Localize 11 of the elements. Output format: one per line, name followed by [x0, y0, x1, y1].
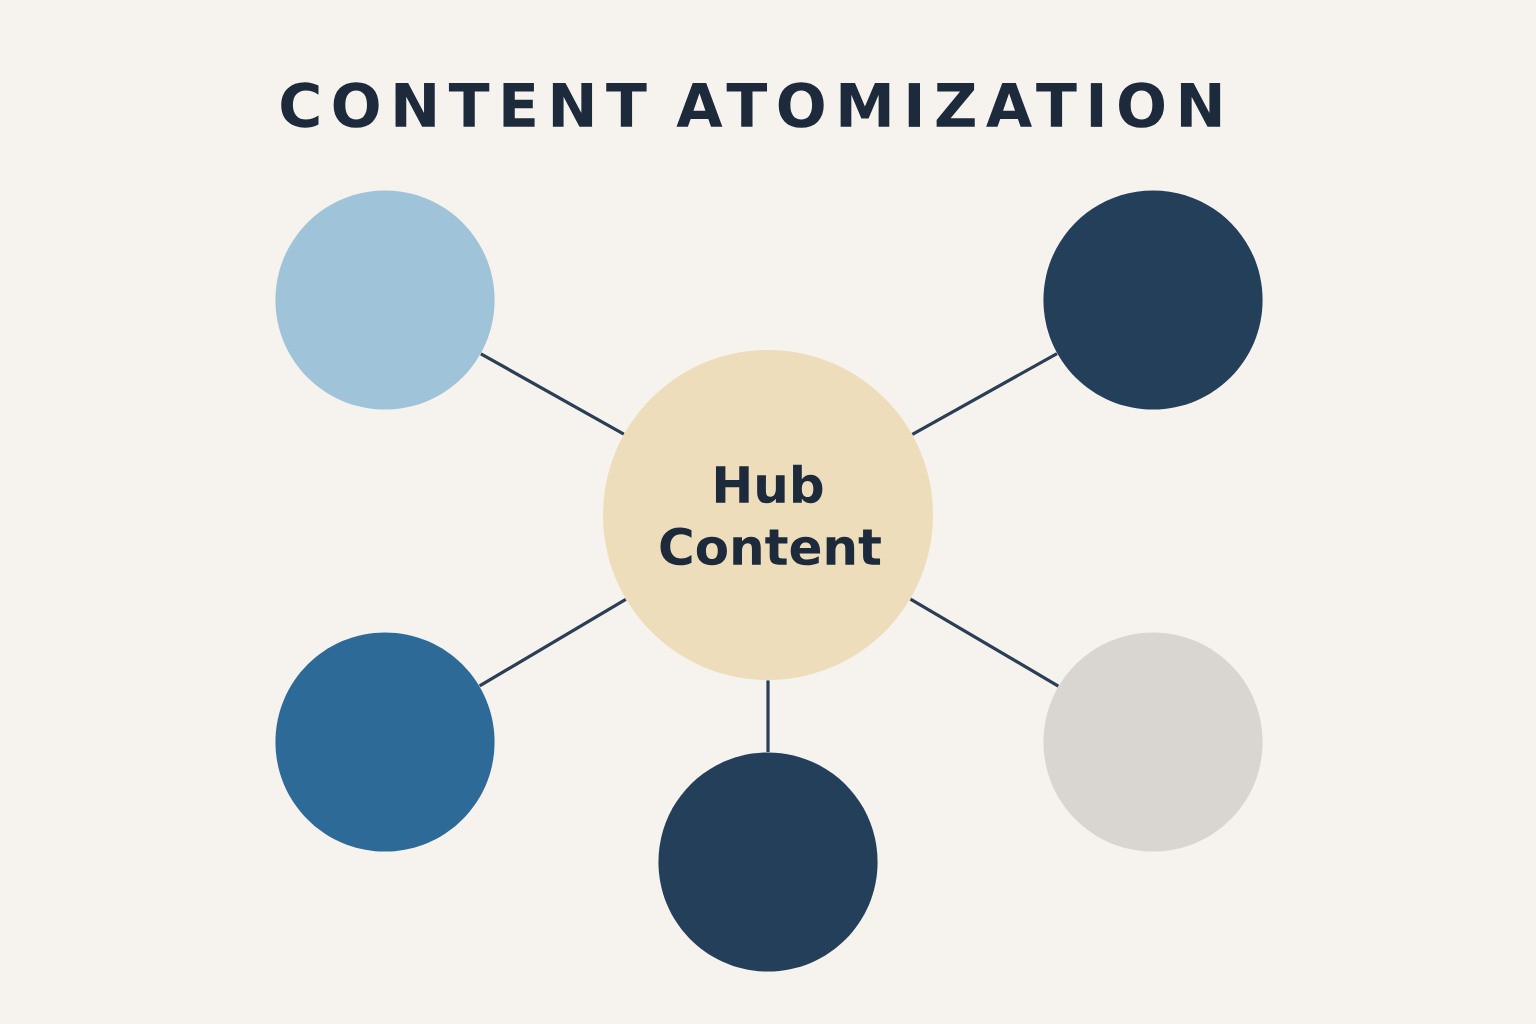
circle [275, 190, 495, 410]
connector-line [909, 597, 1060, 688]
circle [658, 752, 878, 972]
connector-line [480, 352, 625, 436]
connector-line [766, 680, 770, 753]
title: CONTENT ATOMIZATION [281, 82, 1221, 128]
circle [1043, 632, 1263, 852]
connector-line [911, 352, 1058, 436]
connector-line [478, 597, 627, 688]
circle [1043, 190, 1263, 410]
circle [275, 632, 495, 852]
